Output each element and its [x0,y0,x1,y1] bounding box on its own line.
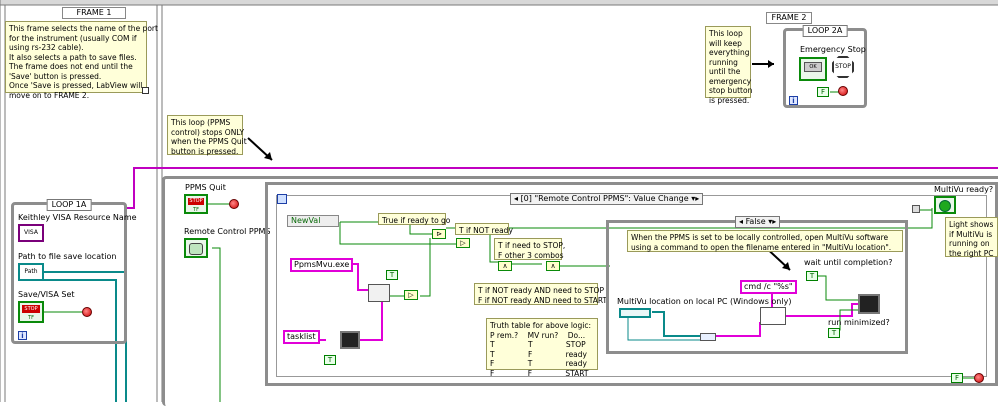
run-minimized-true-constant: T [828,328,840,338]
toggle-switch-icon [189,243,203,255]
frame2-note: This loop will keep everything running u… [705,26,752,105]
path-to-string-node [700,333,716,341]
wait-true-constant: T [806,271,818,281]
run-minimized-label: run minimized? [828,318,890,327]
event-edge-icon [912,205,920,213]
event-selector-dropdown-icon[interactable]: ▾▸ [691,194,700,203]
case-prev-icon[interactable]: ◂ [739,217,744,226]
system-exec-subvi-2 [858,294,880,314]
cmd-format-constant[interactable]: cmd /c "%s" [740,280,797,294]
format-into-string-node [760,307,786,325]
and-gate-1: ∧ [498,261,512,271]
multivu-ready-led [934,196,956,214]
event-selector[interactable]: ◂ [0] "Remote Control PPMS": Value Chang… [510,193,704,205]
ok-button-icon: OK [804,62,822,72]
true-if-ready-note: True if ready to go [378,213,450,225]
true-constant-2: T [324,355,336,365]
remote-control-ppms-toggle[interactable] [184,238,208,258]
ppms-loop-stop-led [974,373,984,383]
multivu-location-terminal[interactable] [619,308,651,318]
multivu-light-note: Light shows if MultiVu is running on the… [945,217,998,258]
stop-sign-text: STOP [835,63,851,70]
stop-sign-icon: STOP [832,56,854,78]
led-icon [939,200,951,212]
ppms-quit-led [229,199,239,209]
save-visa-set-label: Save/VISA Set [18,290,75,299]
event-timeout-icon [277,194,287,204]
case-dropdown-icon[interactable]: ▾▸ [768,217,777,226]
path-icon: Path [24,268,38,275]
not-ready-stop-note: T if NOT ready AND need to STOP F if NOT… [474,283,607,305]
wait-until-completion-label: wait until completion? [804,258,893,267]
multivu-location-label: MultiVu location on local PC (Windows on… [617,297,792,306]
path-terminal[interactable]: Path [18,263,44,281]
loop2a-iteration-icon: i [789,96,798,105]
need-to-stop-note: T if need to STOP, F other 3 combos [494,238,565,260]
tasklist-constant[interactable]: tasklist [283,330,320,344]
emergency-stop-control[interactable]: OK [799,57,827,81]
emergency-stop-label: Emergency Stop [800,45,866,54]
ppms-quit-tf: TF [193,207,199,213]
stop-icon: STOP [22,305,40,313]
frame1-title: FRAME 1 [62,7,126,19]
loop2a-stop-led [838,86,848,96]
visa-icon: VISA [24,229,38,236]
ppms-control-loop [162,176,998,406]
not-ready-note: T if NOT ready [455,223,513,235]
tf-label: TF [28,315,34,321]
newval-node: NewVal [287,215,339,227]
save-visa-set-button[interactable]: STOP TF [18,301,44,323]
case-selector-label: False [745,217,766,226]
resize-handle-icon[interactable] [142,87,149,94]
event-selector-label: [0] "Remote Control PPMS": Value Change [520,194,689,203]
not-gate-2: ▷ [404,290,418,300]
ppms-quit-stop-icon: STOP [188,198,204,205]
ppmsmvu-exe-constant[interactable]: PpmsMvu.exe [290,258,354,272]
loop1a-stop-led [82,307,92,317]
multivu-ready-label: MultiVu ready? [934,185,994,194]
loop1a: LOOP 1A [11,199,127,344]
remote-control-label: Remote Control PPMS [184,227,271,236]
system-exec-subvi-1 [340,331,360,349]
newval-label: NewVal [291,216,321,225]
multivu-case-note: When the PPMS is set to be locally contr… [627,230,903,252]
frame1-note: This frame selects the name of the port … [5,21,158,100]
ppms-quit-button[interactable]: STOP TF [184,194,208,214]
loop2a: LOOP 2A [783,25,867,108]
search-string-subvi [368,284,390,302]
frame2-title: FRAME 2 [766,12,812,24]
not-gate: ▷ [456,238,470,248]
true-constant-1: T [386,270,398,280]
visa-resource-label: Keithley VISA Resource Name [18,213,137,222]
truth-table-note: Truth table for above logic: P rem.? MV … [486,318,598,378]
ppms-quit-label: PPMS Quit [185,183,226,192]
loop-false-constant: F [951,373,963,383]
path-label: Path to file save location [18,252,117,261]
and-gate-2: ∧ [546,261,560,271]
loop1a-title: LOOP 1A [46,199,92,211]
event-selector-prev-icon[interactable]: ◂ [514,194,519,203]
loop2a-false-constant: F [817,87,829,97]
loop1a-iteration-icon: i [18,331,27,340]
and-gate-ready: ⊳ [432,229,446,239]
ppms-loop-note: This loop (PPMS control) stops ONLY when… [167,115,247,156]
visa-resource-terminal[interactable]: VISA [18,224,44,242]
loop2a-title: LOOP 2A [802,25,848,37]
case-selector[interactable]: ◂ False ▾▸ [735,216,781,228]
